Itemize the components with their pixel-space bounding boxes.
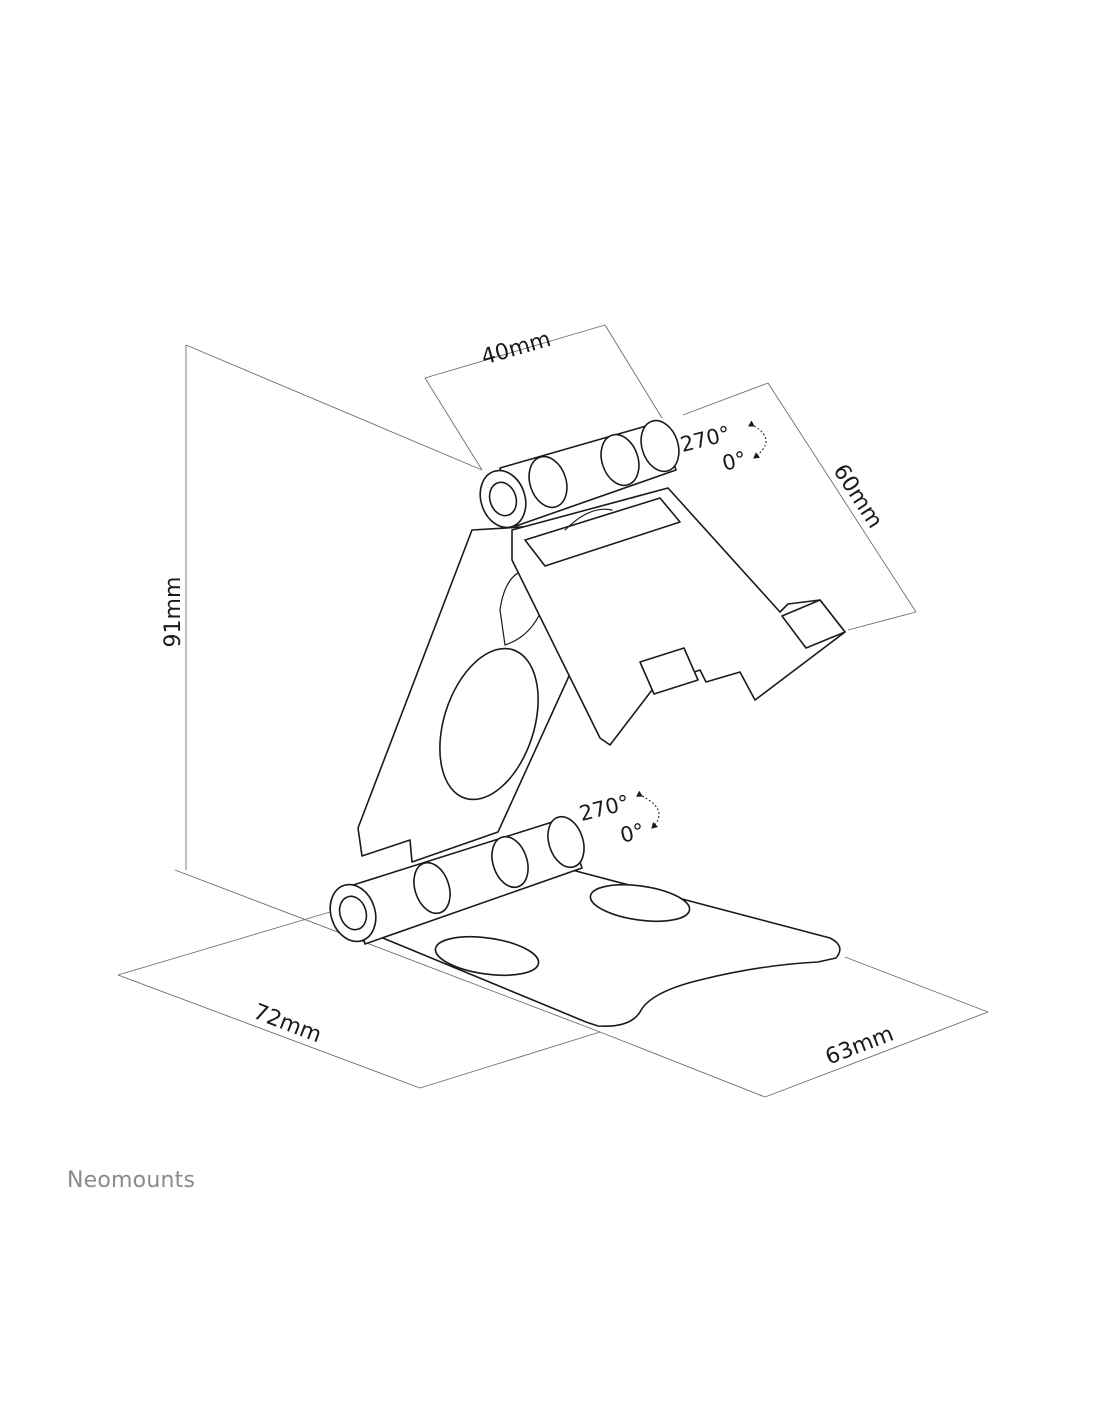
stand-support-plate bbox=[511, 487, 846, 746]
upper-rotation-arrow-icon bbox=[747, 420, 767, 459]
dimension-label-base-length: 72mm bbox=[250, 1000, 325, 1049]
upper-hinge bbox=[479, 419, 680, 529]
dimension-label-height: 91mm bbox=[161, 577, 186, 648]
dimension-label-top-width: 40mm bbox=[479, 327, 554, 371]
upper-hinge-min-angle: 0° bbox=[720, 447, 749, 476]
dimension-label-base-width: 63mm bbox=[822, 1022, 897, 1071]
lower-rotation-arrow-icon bbox=[635, 790, 660, 829]
lower-hinge-max-angle: 270° bbox=[577, 790, 632, 826]
brand-logo-text: Neomounts bbox=[67, 1168, 196, 1193]
lower-hinge-min-angle: 0° bbox=[618, 819, 647, 848]
dimension-lines bbox=[117, 324, 989, 1098]
lower-hinge bbox=[329, 815, 585, 945]
stand-base-plate bbox=[377, 869, 841, 1028]
